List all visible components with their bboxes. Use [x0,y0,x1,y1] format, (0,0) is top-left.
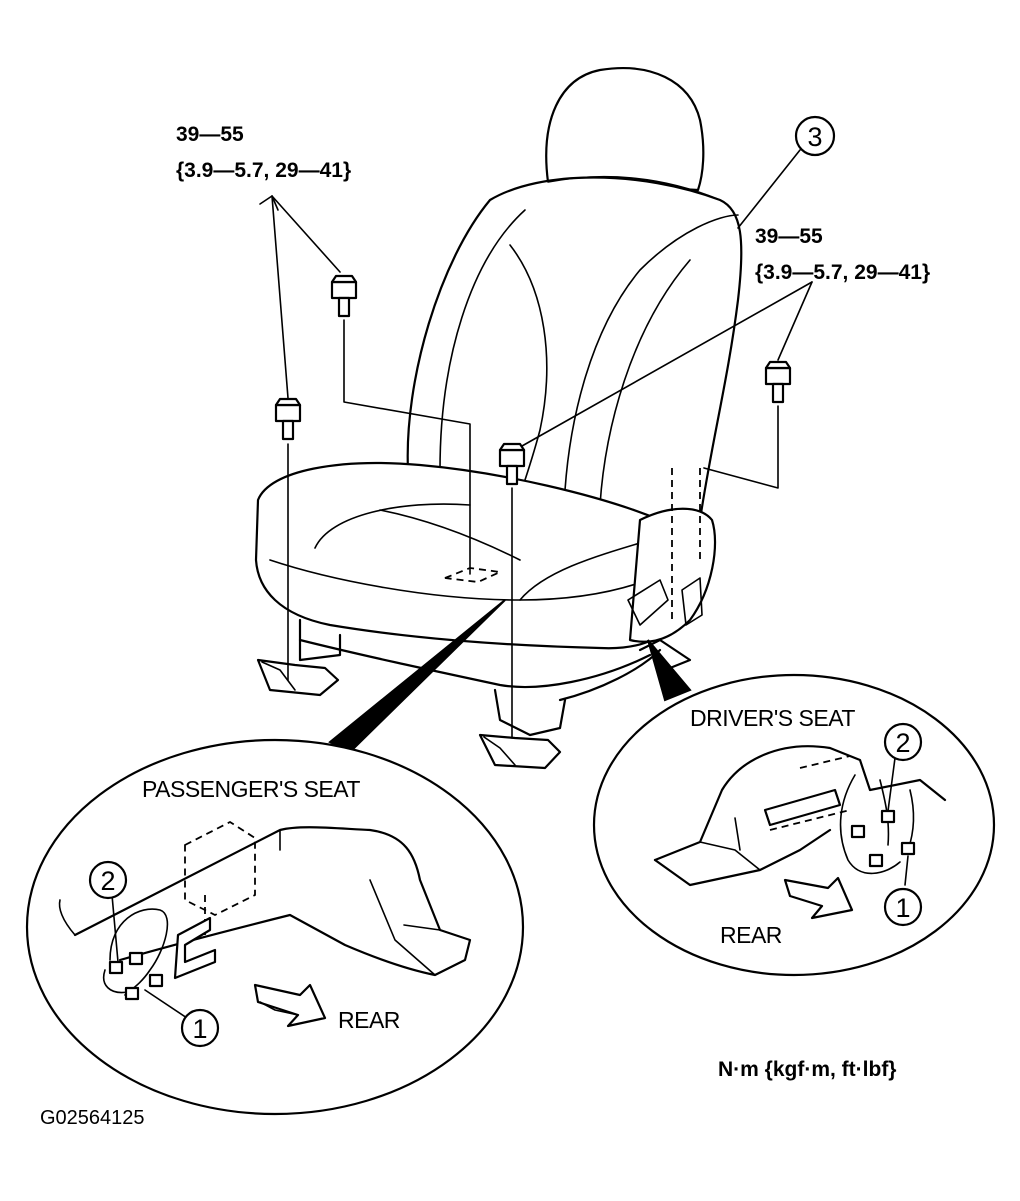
bolt-icon [764,360,792,404]
headrest [545,67,705,192]
bolt-icon [274,397,302,441]
driver-detail: 2 1 REAR DRIVER'S SEAT [592,673,996,977]
bolt-icon [330,274,358,318]
torque-left-line1: 39—55 [176,123,244,146]
driver-rear-label: REAR [720,922,782,948]
svg-text:3: 3 [807,122,822,152]
figure-id: G02564125 [40,1107,145,1129]
callout-3: 3 [794,115,836,157]
passenger-rear-label: REAR [338,1007,400,1033]
rail-foot-right [478,733,562,770]
driver-callout-2: 2 [895,728,910,758]
seat-drawing [254,67,743,770]
bolts [259,149,813,739]
torque-right-line1: 39—55 [755,225,823,248]
torque-left-line2: {3.9—5.7, 29—41} [176,159,351,182]
bolt-icon [498,442,526,486]
driver-seat-title: DRIVER'S SEAT [690,705,855,731]
passenger-seat-title: PASSENGER'S SEAT [142,776,360,802]
passenger-callout-2: 2 [100,866,115,896]
torque-units: N·m {kgf·m, ft·lbf} [718,1058,896,1081]
passenger-callout-1: 1 [192,1014,207,1044]
passenger-detail: 2 1 REAR PASSENGER'S SEAT [25,738,525,1116]
pointer-to-driver-detail [647,639,692,702]
torque-right-line2: {3.9—5.7, 29—41} [755,261,930,284]
rear-arrow-icon [783,876,854,920]
driver-callout-1: 1 [895,893,910,923]
